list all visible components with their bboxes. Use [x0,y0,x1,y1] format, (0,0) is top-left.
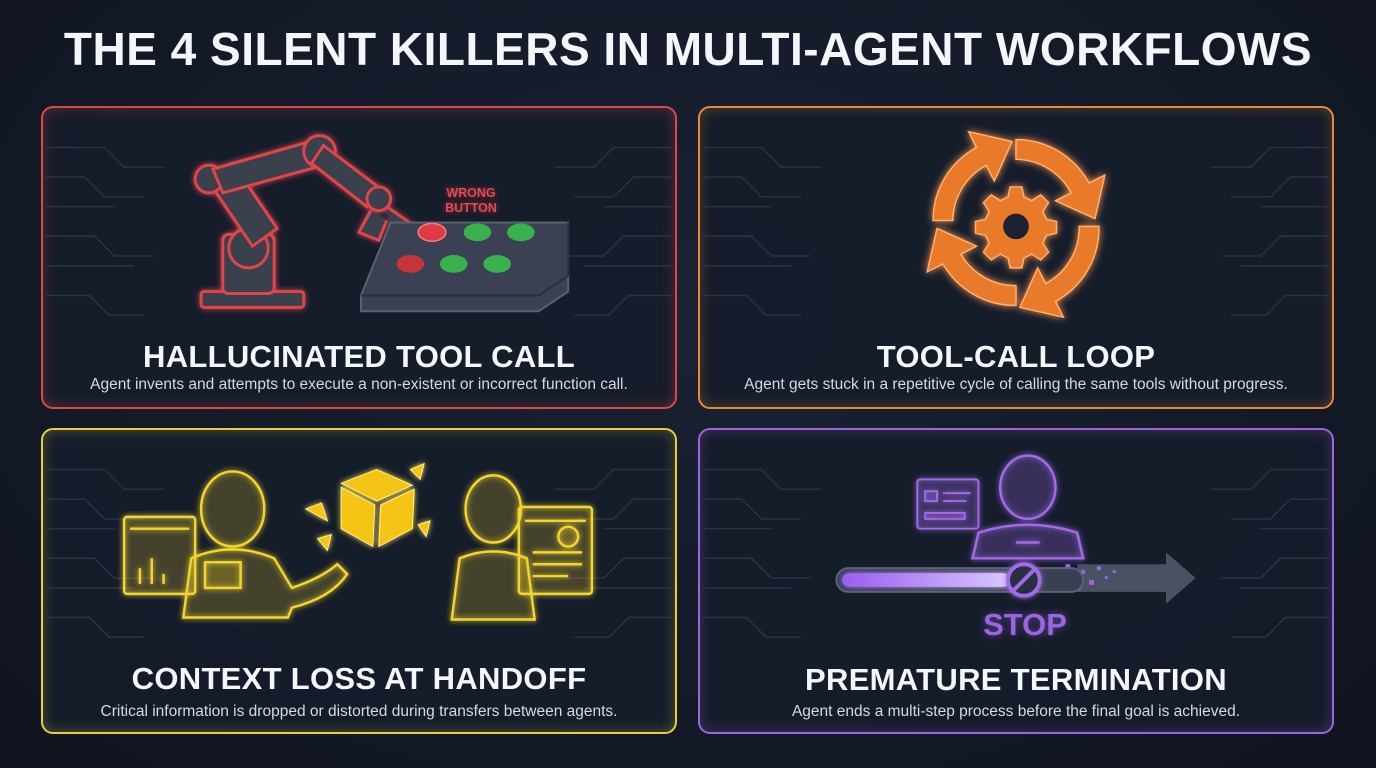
circuit-background [702,468,1330,638]
control-panel-icon [359,221,570,313]
gear-icon [974,186,1058,269]
stop-sign-icon [1006,562,1042,598]
panel-heading: CONTEXT LOSS AT HANDOFF [131,661,587,696]
progress-stop-icon [835,454,1196,604]
loop-gear-icon [926,130,1106,319]
panel-heading: TOOL-CALL LOOP [876,339,1156,374]
panel-description: Agent invents and attempts to execute a … [90,376,628,393]
panel-heading: PREMATURE TERMINATION [805,662,1227,697]
agent-handoff-icon [122,462,594,621]
panel-description: Agent ends a multi-step process before t… [791,703,1241,720]
robot-arm-icon [193,134,570,313]
window-icon [916,478,980,530]
panel-tool-call-loop: TOOL-CALL LOOP Agent gets stuck in a rep… [698,106,1334,409]
panel-description: Critical information is dropped or disto… [100,703,618,720]
panel-heading: HALLUCINATED TOOL CALL [143,339,575,374]
circuit-background [702,146,1330,316]
agent-icon [971,454,1085,560]
panel-premature-termination: STOP PREMATURE TERMINATION Agent ends a … [698,428,1334,734]
progress-bar [835,567,1085,593]
stop-label: STOP [983,607,1067,642]
shattered-cube-icon [304,462,431,552]
circuit-background [45,146,673,316]
page-title: THE 4 SILENT KILLERS IN MULTI-AGENT WORK… [63,23,1313,75]
panel-context-loss: CONTEXT LOSS AT HANDOFF Critical informa… [41,428,677,734]
panel-description: Agent gets stuck in a repetitive cycle o… [744,376,1288,393]
